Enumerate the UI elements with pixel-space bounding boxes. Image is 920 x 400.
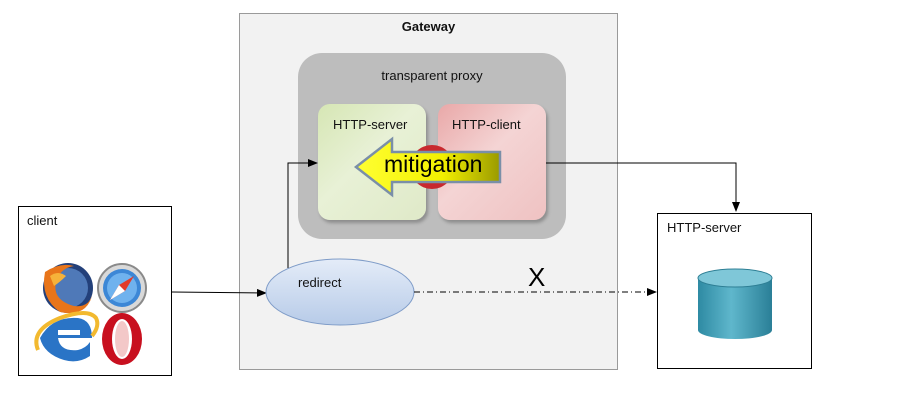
redirect-ellipse [265,258,415,326]
blocked-path-x-mark: X [528,262,546,292]
proxy-http-server-label: HTTP-server [333,117,408,132]
internet-explorer-icon [34,311,100,362]
proxy-http-client-label: HTTP-client [452,117,521,132]
redirect-to-proxy-arrow [287,159,318,268]
client-to-redirect-arrow [171,288,267,297]
proxy-to-server-arrow [546,162,740,212]
mitigation-label: mitigation [384,151,483,177]
opera-icon [102,313,142,365]
database-icon [697,268,773,339]
safari-icon [97,263,147,313]
firefox-icon [43,263,93,314]
client-label: client [27,213,58,228]
transparent-proxy-title: transparent proxy [381,68,483,83]
redirect-label: redirect [298,275,342,290]
http-server-label: HTTP-server [667,220,742,235]
gateway-title: Gateway [401,19,456,34]
mitigation-arrow [353,136,502,198]
